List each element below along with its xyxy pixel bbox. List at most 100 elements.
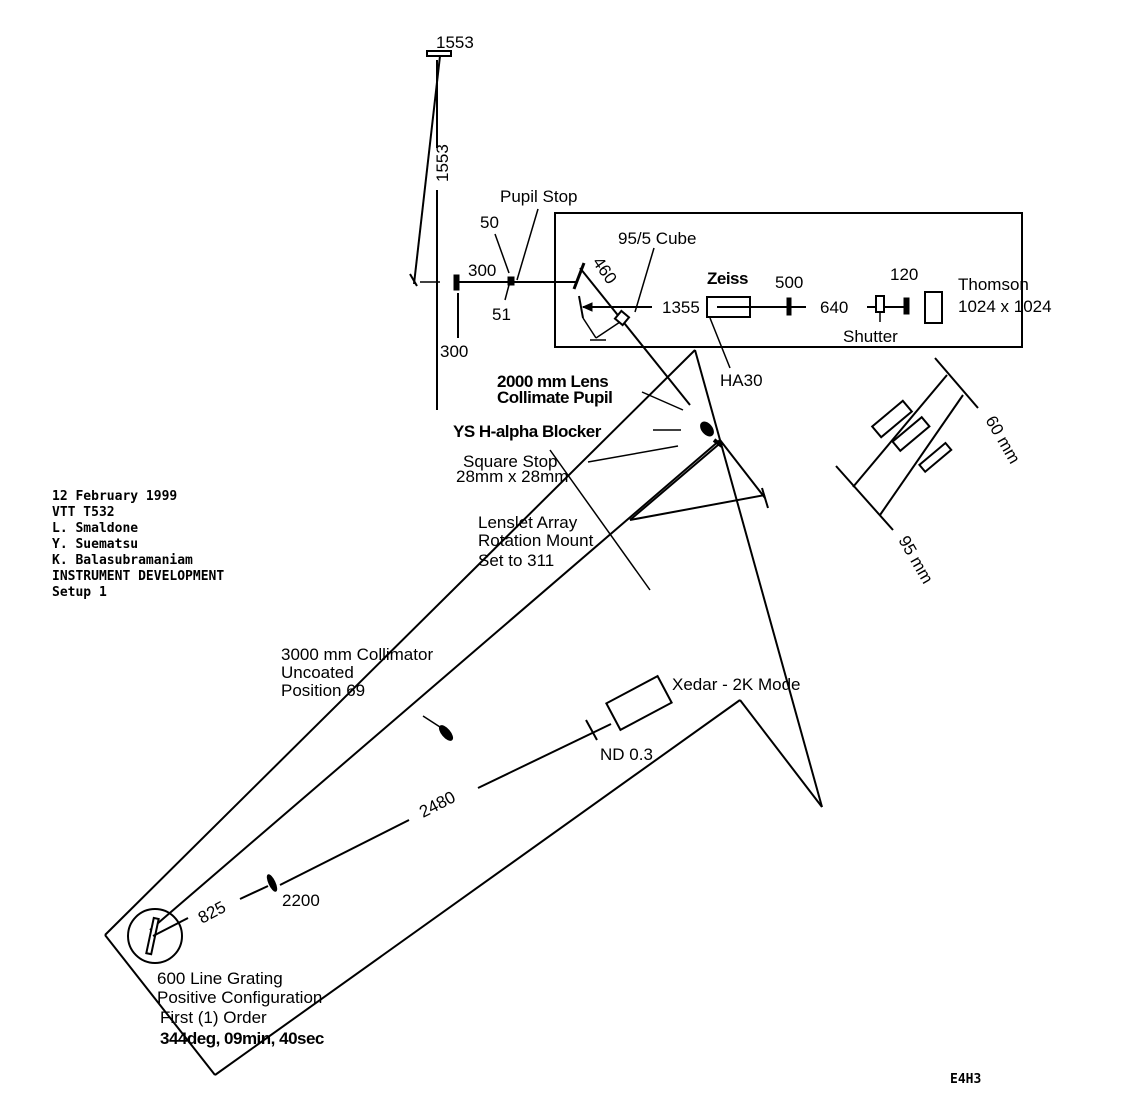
- grating-label-3: First (1) Order: [160, 1008, 267, 1027]
- branch-to-cube: [582, 317, 597, 339]
- title-telescope: VTT T532: [52, 505, 115, 520]
- xedar-label: Xedar - 2K Mode: [672, 675, 801, 694]
- dist-300-vertical-label: 300: [440, 342, 468, 361]
- branch-mirror: [578, 295, 584, 319]
- bench-outline: [554, 212, 1023, 348]
- tube-right-edge: [694, 349, 823, 808]
- collimator-label-3: Position 69: [281, 681, 365, 700]
- title-project: INSTRUMENT DEVELOPMENT: [52, 569, 224, 584]
- fold-mirror: [572, 262, 586, 290]
- dist-1355-label: 1355: [662, 298, 700, 317]
- arrow-1355: [581, 302, 593, 312]
- lenslet-detail: 60 mm 95 mm: [835, 357, 1024, 588]
- detail-dim-95: [835, 465, 894, 531]
- camera-lens-2200: [266, 874, 278, 892]
- square-stop-leader: [587, 445, 679, 463]
- xedar-camera: [605, 674, 673, 732]
- grating-beam: [152, 917, 189, 937]
- grating-label-1: 600 Line Grating: [157, 969, 283, 988]
- detail-lens-1: [870, 399, 914, 439]
- cube-label: 95/5 Cube: [618, 229, 696, 248]
- grating: [145, 916, 160, 956]
- title-author-1: L. Smaldone: [52, 521, 138, 536]
- camera-beam-upper: [477, 723, 612, 789]
- collimator-tick: [422, 715, 441, 728]
- ha30-label: HA30: [720, 371, 763, 390]
- camera-name-label: Thomson: [958, 275, 1029, 294]
- mirror-distance-label: 1553: [436, 33, 474, 52]
- branch-return: [595, 321, 621, 339]
- dist-2480-label: 2480: [416, 787, 458, 821]
- lenslet-label-1: Lenslet Array: [478, 513, 578, 532]
- collimator-label-2: Uncoated: [281, 663, 354, 682]
- upper-beam-path: 300 300 Pupil Stop 50 51: [420, 187, 578, 361]
- detail-dim-60: [934, 357, 979, 409]
- grating-label-2: Positive Configuration: [157, 988, 322, 1007]
- dim-95-label: 95 mm: [895, 533, 937, 588]
- beam-cross-diag: [549, 449, 651, 591]
- lens-300: [453, 274, 460, 291]
- title-author-2: Y. Suematsu: [52, 537, 138, 552]
- dist-825-label: 825: [195, 897, 229, 927]
- lens-label-2: Collimate Pupil: [497, 388, 612, 407]
- square-stop-label-1: Square Stop: [463, 452, 558, 471]
- fold-distance-label: 460: [589, 253, 621, 287]
- collimated-beam-upper: [149, 439, 721, 931]
- lens-leader: [641, 391, 684, 411]
- collimated-beam-lower: [629, 494, 766, 521]
- dist-300-horizontal-label: 300: [468, 261, 496, 280]
- dist-500-label: 500: [775, 273, 803, 292]
- title-setup: Setup 1: [52, 585, 107, 600]
- nd-label: ND 0.3: [600, 745, 653, 764]
- fold-beam-to-cube: [579, 267, 691, 406]
- lens-120: [903, 297, 910, 315]
- thomson-camera: [924, 291, 943, 324]
- feed-mirror-assembly: 1553 1553: [409, 33, 474, 410]
- detail-beam-upper: [852, 374, 948, 488]
- lenslet-label-2: Rotation Mount: [478, 531, 594, 550]
- grating-label-4: 344deg, 09min, 40sec: [160, 1029, 324, 1048]
- cube-leader: [634, 247, 655, 313]
- dist-640-label: 640: [820, 298, 848, 317]
- pupil-stop-label: Pupil Stop: [500, 187, 578, 206]
- d50-label: 50: [480, 213, 499, 232]
- dist-2200-label: 2200: [282, 891, 320, 910]
- title-block: 12 February 1999 VTT T532 L. Smaldone Y.…: [52, 489, 224, 600]
- beam-tube: [104, 349, 823, 1076]
- pupil-stop-leader: [516, 208, 539, 281]
- blocker-label: YS H-alpha Blocker: [453, 422, 602, 441]
- lens-500: [786, 297, 792, 316]
- lenslet-tick: [761, 487, 769, 509]
- lenslet-label-3: Set to 311: [478, 551, 554, 570]
- tube-bottom-edge: [104, 934, 216, 1076]
- tube-upper-edge: [104, 349, 696, 936]
- spectrograph: 3000 mm Collimator Uncoated Position 69 …: [127, 645, 801, 1048]
- detail-beam-lower: [879, 394, 964, 516]
- title-date: 12 February 1999: [52, 489, 177, 504]
- beam-diag-inner: [629, 444, 719, 521]
- pupil-stop-element: [507, 276, 515, 286]
- ha30-leader: [709, 317, 731, 369]
- nd-filter: [585, 719, 598, 741]
- vertical-distance-label: 1553: [433, 144, 452, 182]
- title-author-3: K. Balasubramaniam: [52, 553, 193, 568]
- zeiss-label: Zeiss: [707, 269, 748, 288]
- tube-lower-edge: [214, 699, 741, 1076]
- d51-leader: [504, 284, 510, 301]
- tube-lower-right: [739, 699, 823, 808]
- square-stop-label-2: 28mm x 28mm: [456, 467, 568, 486]
- shutter: [875, 295, 885, 313]
- beamsplitter-cube: [613, 309, 631, 327]
- detail-lens-3: [917, 441, 953, 474]
- yh-alpha-blocker: [700, 421, 714, 437]
- camera-beam-lower: [279, 819, 410, 886]
- d50-leader: [494, 233, 510, 274]
- detail-lens-2: [891, 415, 931, 453]
- beam-elements: 2000 mm Lens Collimate Pupil YS H-alpha …: [453, 372, 724, 570]
- grating-mount: [127, 908, 183, 964]
- camera-bench-box: 460 95/5 Cube 1355 Zeiss HA30 500 640 12…: [554, 212, 1052, 406]
- camera-format-label: 1024 x 1024: [958, 297, 1052, 316]
- dist-120-label: 120: [890, 265, 918, 284]
- dim-60-label: 60 mm: [982, 413, 1024, 468]
